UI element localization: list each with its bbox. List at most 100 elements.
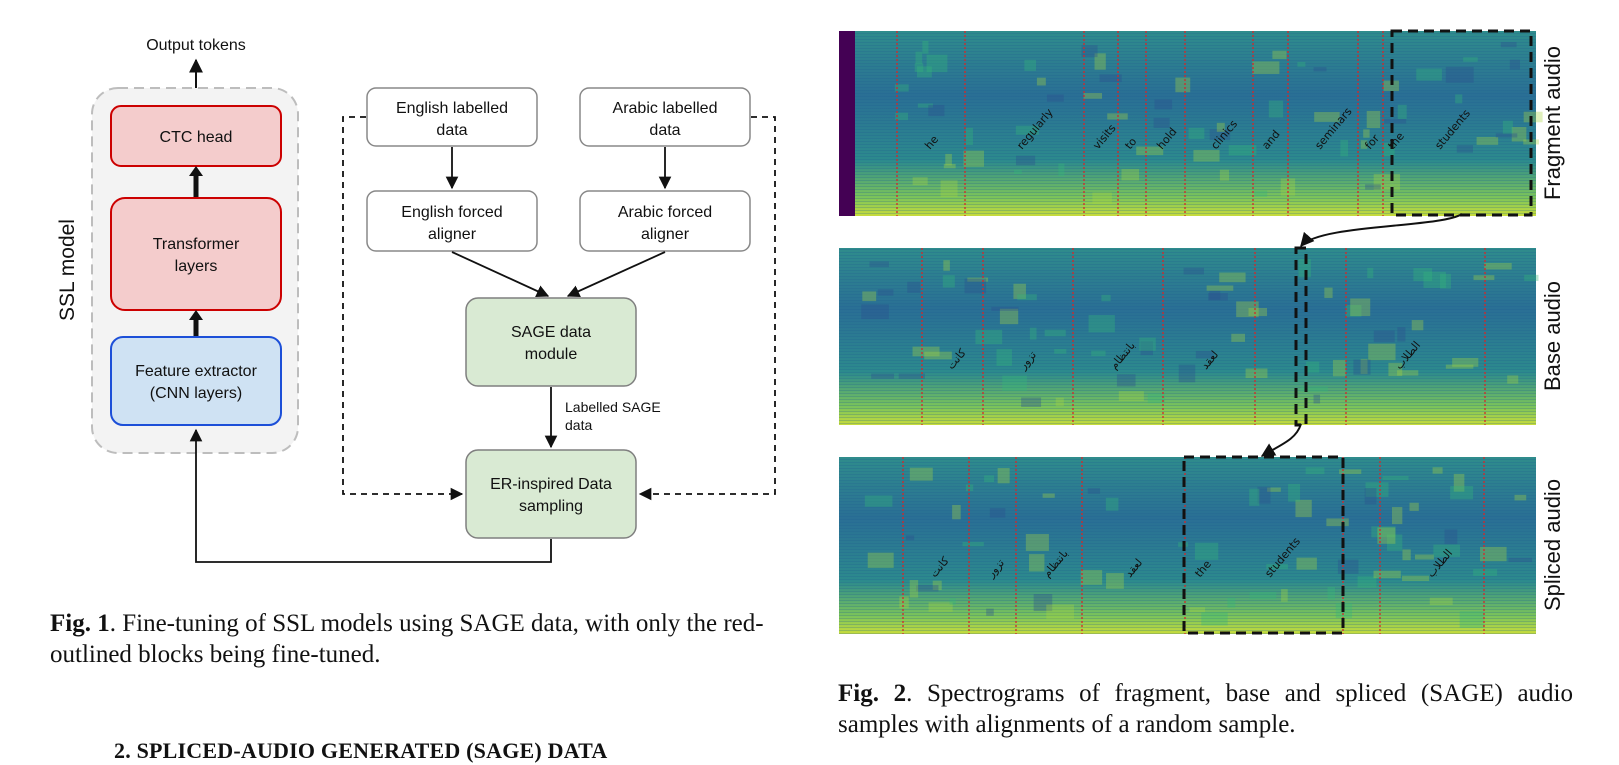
er-sampling-label-2: sampling: [519, 498, 583, 515]
spectrogram-texture: [1147, 393, 1165, 404]
spectrogram-texture: [1017, 294, 1037, 301]
spectrogram-texture: [1360, 140, 1368, 149]
spectrogram-texture: [1511, 127, 1527, 142]
spectrogram-texture: [1523, 139, 1539, 145]
spectrogram-texture: [1463, 57, 1478, 62]
spectrogram-texture: [943, 163, 956, 169]
spectrogram-texture: [1402, 575, 1430, 581]
labelled-sage-label-2: data: [565, 417, 592, 433]
spectrogram-texture: [1055, 397, 1064, 407]
spectrogram-texture: [1373, 174, 1401, 191]
spectrogram-texture: [1087, 488, 1101, 494]
spectrogram-texture: [964, 278, 987, 294]
spectrogram-texture: [1024, 59, 1037, 71]
spectrogram-texture: [1388, 362, 1403, 377]
spectrogram-texture: [916, 585, 939, 592]
spliced-audio-label: Spliced audio: [1540, 479, 1565, 611]
spectrogram-texture: [1081, 45, 1098, 58]
spectrogram-texture: [1473, 275, 1495, 281]
spectrogram-texture: [1414, 554, 1434, 560]
spectrogram-texture: [905, 535, 915, 541]
spectrogram-texture: [1391, 507, 1403, 525]
arabic-aligner-to-sage-arrow: [566, 251, 666, 298]
spectrogram-texture: [1206, 285, 1234, 291]
spectrogram-texture: [1495, 133, 1518, 138]
spliced-spectrogram: [839, 457, 1536, 634]
alignment-word-label: students: [1432, 107, 1473, 152]
spectrogram-texture: [1201, 612, 1228, 626]
ctc-head-label: CTC head: [160, 129, 233, 146]
alignment-word-label: لعقد: [1198, 348, 1221, 372]
alignment-word-label: visits: [1090, 122, 1118, 152]
spectrogram-texture: [1228, 145, 1257, 156]
spectrogram-texture: [1413, 268, 1433, 282]
spectrogram-texture: [1033, 594, 1053, 612]
spectrogram-texture: [1377, 527, 1396, 544]
spectrogram-texture: [1386, 534, 1403, 551]
spectrogram-texture: [871, 373, 895, 379]
spectrogram-texture: [909, 580, 919, 598]
spectrogram-texture: [926, 54, 948, 73]
arabic-aligner-label-1: Arabic forced: [618, 204, 712, 221]
alignment-word-label: كانت: [944, 346, 969, 372]
spectrogram-texture: [1046, 94, 1064, 102]
base-splice-marker: [1294, 246, 1308, 427]
spectrogram-texture: [1383, 80, 1399, 92]
spectrogram-texture: [1327, 587, 1336, 600]
fragment-to-base-arrow: [1300, 213, 1463, 248]
spectrogram-texture: [1254, 190, 1268, 197]
spectrogram-texture: [1266, 564, 1288, 570]
spectrogram-texture: [912, 177, 928, 186]
english-aligner-label-1: English forced: [401, 204, 502, 221]
spectrogram-texture: [1219, 169, 1230, 181]
spectrogram-texture: [1227, 597, 1236, 608]
spectrogram-texture: [877, 289, 894, 296]
spectrogram-texture: [986, 608, 994, 616]
spectrogram-texture: [949, 598, 956, 605]
spectrogram-texture: [1029, 554, 1045, 572]
english-data-label-2: data: [436, 122, 467, 139]
feature-extractor-label-2: (CNN layers): [150, 385, 242, 402]
spectrogram-texture: [1101, 294, 1111, 302]
spectrogram-texture: [1209, 129, 1231, 141]
spectrogram-texture: [1280, 178, 1296, 196]
spectrogram-texture: [1484, 262, 1512, 270]
alignment-word-label: the: [1192, 558, 1214, 580]
spectrogram-texture: [894, 84, 909, 92]
spectrogram-texture: [1094, 53, 1106, 70]
spectrogram-texture: [1357, 576, 1377, 588]
spectrogram-texture: [1002, 375, 1027, 391]
sage-module-label-1: SAGE data: [511, 324, 591, 341]
spectrogram-texture: [1058, 163, 1065, 177]
spliced-highlight-box: [1182, 455, 1345, 635]
spectrogram-texture: [1236, 301, 1259, 318]
spectrogram-texture: [1313, 67, 1327, 72]
sampling-to-feature-extractor-path: [189, 428, 552, 563]
fig1-caption: Fig. 1. Fine-tuning of SSL models using …: [50, 608, 790, 670]
spectrogram-texture: [1183, 267, 1204, 275]
spectrogram-texture: [1296, 557, 1317, 570]
spectrogram-texture: [914, 63, 924, 72]
er-sampling-block: [465, 449, 637, 539]
spectrogram-texture: [1015, 155, 1036, 166]
spectrogram-texture: [1373, 570, 1401, 579]
base-spectrogram: [839, 248, 1536, 425]
spectrogram-texture: [991, 306, 1019, 311]
spectrogram-texture: [1402, 549, 1411, 561]
spectrogram-texture: [984, 475, 995, 483]
spectrogram-texture: [1324, 287, 1333, 298]
spectrogram-texture: [1178, 364, 1196, 383]
spectrogram-texture: [1364, 488, 1377, 505]
spectrogram-texture: [1397, 327, 1406, 342]
spectrogram-texture: [1367, 267, 1374, 279]
spectrogram-texture: [1300, 386, 1328, 392]
feature-extractor-label-1: Feature extractor: [135, 363, 258, 380]
spectrogram-texture: [1029, 327, 1037, 340]
fig1-diagram: Output tokens SSL model CTC head Transfo…: [56, 37, 776, 563]
alignment-word-label: the: [1385, 130, 1407, 152]
spectrogram-texture: [1106, 573, 1124, 589]
spectrogram-texture: [1298, 259, 1311, 278]
spectrogram-texture: [1332, 359, 1346, 377]
spectrogram-texture: [1432, 467, 1443, 474]
spectrogram-texture: [989, 508, 1006, 518]
